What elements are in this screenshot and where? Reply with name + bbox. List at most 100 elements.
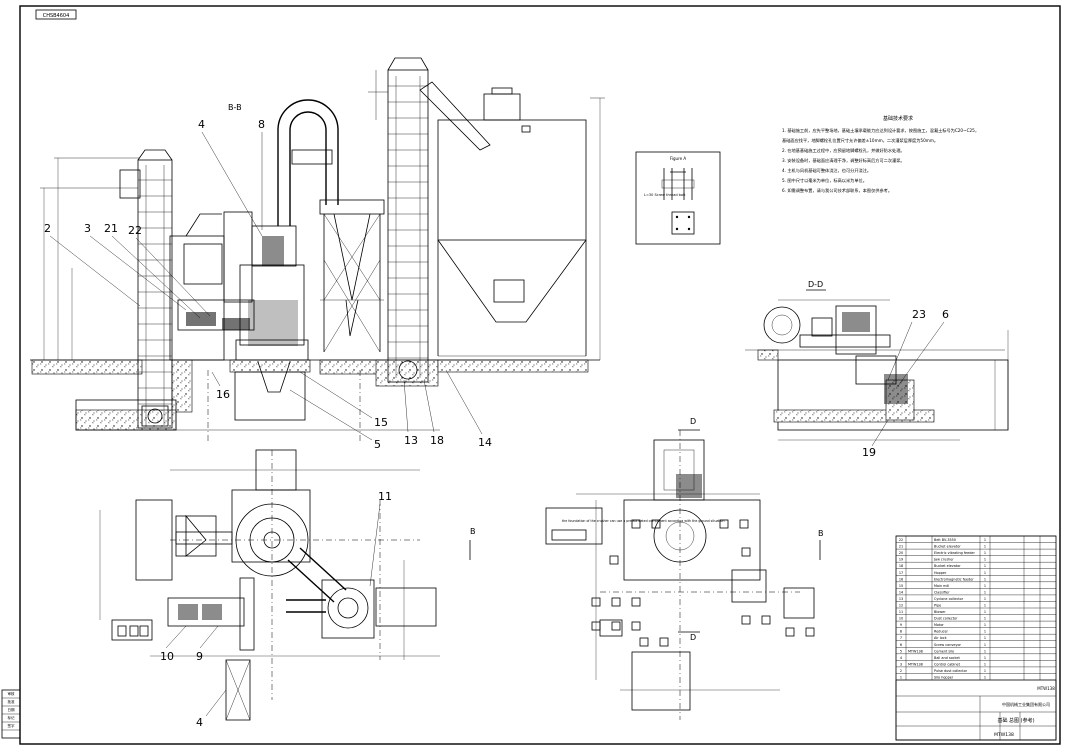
tb-part-no: 21	[899, 545, 903, 549]
foundation-silo	[437, 359, 589, 373]
callout-21: 21	[104, 222, 118, 235]
tb-model: MTW138	[908, 662, 923, 666]
classifier	[251, 225, 297, 267]
tb-part-name: Electromagnetic feeder	[934, 577, 974, 581]
tb-stamp: MTW138	[1037, 686, 1055, 691]
air-duct-pipe	[277, 99, 339, 226]
tb-part-name: Bucket elevator	[934, 545, 961, 549]
figure-a-title: Figure A	[670, 156, 686, 161]
tb-part-no: 17	[899, 571, 903, 575]
tech-req-line: 1. 基础施工前，应先平整场地，基础土壤承载能力应达到设计要求，按图施工，混凝土…	[782, 127, 979, 134]
tb-part-qty: 1	[984, 597, 986, 601]
tb-part-no: 9	[900, 623, 902, 627]
section-mark-d-top: D	[690, 417, 696, 426]
section-mark-b-right: B	[818, 529, 824, 538]
elevation-view	[30, 57, 605, 444]
side-label: 标记	[8, 715, 15, 720]
tb-part-name: Electric vibrating feeder	[934, 551, 975, 555]
tech-req-title: 基础技术要求	[883, 115, 913, 122]
side-label: 签字	[8, 723, 15, 728]
tb-part-qty: 1	[984, 551, 986, 555]
section-label-bb: B-B	[228, 103, 242, 112]
tb-drawing-no: MTW138	[994, 732, 1014, 738]
callout-19: 19	[862, 446, 876, 459]
tb-part-name: Reducer	[934, 630, 949, 634]
dd-main-mill	[835, 305, 877, 355]
figure-a-detail: Figure A L=30 Screw thread bolt	[635, 151, 721, 245]
tb-part-qty: 1	[984, 564, 986, 568]
frame-tag-box	[35, 9, 77, 20]
tb-model: MTW138	[908, 649, 923, 653]
tb-part-qty: 1	[984, 617, 986, 621]
tb-part-no: 7	[900, 636, 902, 640]
tb-part-name: Jaw crusher	[933, 558, 954, 562]
tb-part-no: 15	[899, 584, 903, 588]
plan-mill-base	[231, 489, 311, 563]
jaw-crusher	[177, 299, 255, 331]
feeder-frame	[169, 235, 225, 361]
callout-16: 16	[216, 388, 230, 401]
discharge-chute	[419, 81, 491, 151]
tb-part-qty: 1	[984, 610, 986, 614]
tb-part-no: 5	[900, 649, 902, 653]
callout-8: 8	[258, 118, 265, 131]
tb-part-no: 16	[899, 577, 903, 581]
foundation-slab-left	[31, 359, 143, 375]
tb-part-qty: 1	[984, 623, 986, 627]
blower-housing	[763, 306, 801, 344]
tb-part-name: Screw conveyor	[934, 643, 962, 647]
tech-req-line: 3. 安装设备时，基础面应清理干净，调整好标高后方可二次灌浆。	[782, 157, 905, 164]
tech-req-line: 2. 在地基基础施工过程中，应预留地脚螺栓孔，并做好防水处理。	[782, 147, 905, 154]
tb-part-no: 18	[899, 564, 903, 568]
tb-part-name: Hopper	[934, 571, 947, 575]
bucket-elevator-left	[137, 159, 173, 429]
plan-blower	[321, 579, 375, 639]
tb-part-no: 10	[899, 617, 903, 621]
tb-part-name: Pulse dust collector	[934, 669, 968, 673]
plan-main-mill	[235, 503, 309, 577]
plan-view: 11 10 9 4	[99, 449, 440, 729]
mill-pit	[234, 371, 306, 421]
tb-part-no: 3	[900, 662, 902, 666]
foundation-main-mill	[229, 359, 311, 373]
tech-req-line: 基础面应找平，地脚螺栓孔位置尺寸允许偏差±10mm，二次灌浆层厚度为50mm。	[782, 137, 938, 144]
tb-part-qty: 1	[984, 538, 986, 542]
plan-jaw-crusher	[167, 597, 245, 627]
bucket-elevator-right	[387, 69, 429, 383]
callout-4-top: 4	[198, 118, 205, 131]
foundation-plan: the foundation of the crusher can use a …	[545, 430, 815, 720]
callout-13: 13	[404, 434, 418, 447]
callout-4-bottom: 4	[196, 716, 203, 729]
tb-drawing-name: 基础 总图 (参考)	[997, 717, 1034, 724]
tb-part-name: Dust collector	[934, 617, 958, 621]
tb-part-qty: 1	[984, 649, 986, 653]
tb-part-qty: 1	[984, 656, 986, 660]
section-dd-view: D-D 23 6 19	[745, 280, 1009, 459]
callout-5: 5	[374, 438, 381, 451]
plan-note: the foundation of the crusher can use a …	[562, 519, 725, 523]
tb-part-qty: 1	[984, 571, 986, 575]
tb-part-no: 6	[900, 643, 902, 647]
tb-part-qty: 1	[984, 584, 986, 588]
tb-part-qty: 1	[984, 630, 986, 634]
tb-part-qty: 1	[984, 669, 986, 673]
callout-2: 2	[44, 222, 51, 235]
tb-part-name: Blower	[934, 610, 946, 614]
frame-tag: CHSB4604	[43, 13, 70, 19]
tb-part-name: Bucket elevator	[934, 564, 961, 568]
callout-18: 18	[430, 434, 444, 447]
tb-part-qty: 1	[984, 643, 986, 647]
tb-part-name: Cyclone collector	[934, 597, 964, 601]
foundation-slab-mid	[319, 359, 381, 375]
tb-part-no: 12	[899, 604, 903, 608]
sheet-border	[19, 5, 1061, 745]
callout-9: 9	[196, 650, 203, 663]
tb-part-name: Classifier	[934, 590, 950, 594]
technical-requirements: 基础技术要求 1. 基础施工前，应先平整场地，基础土壤承载能力应达到设计要求，按…	[782, 115, 979, 194]
tb-part-qty: 1	[984, 590, 986, 594]
tech-req-line: 4. 主机与风机基础可整体浇注，也可分开浇注。	[782, 167, 871, 174]
callout-22: 22	[128, 224, 142, 237]
tb-part-no: 11	[899, 610, 903, 614]
